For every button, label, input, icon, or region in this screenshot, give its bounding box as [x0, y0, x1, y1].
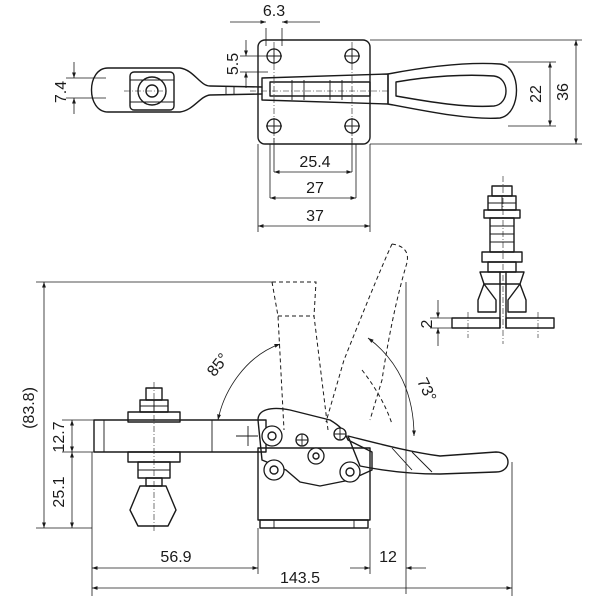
side-spindle-pad — [129, 485, 177, 527]
detail-right-pad — [507, 283, 527, 313]
detail-left-pad — [477, 283, 497, 313]
dim-12-7: 12.7 — [51, 421, 68, 452]
side-base-foot — [259, 519, 369, 529]
dim-2: 2 — [419, 319, 436, 328]
top-view: 6.3 5.5 7.4 22 36 25.4 27 37 — [53, 3, 582, 232]
detail-top-nut — [491, 185, 513, 197]
dim-12: 12 — [379, 549, 397, 566]
top-spindle-loop — [90, 67, 263, 113]
dim-37: 37 — [306, 208, 324, 225]
dim-25-1: 25.1 — [51, 476, 68, 507]
side-handle-open-position — [369, 243, 408, 421]
dim-56-9: 56.9 — [160, 549, 191, 566]
dim-25-4: 25.4 — [299, 154, 330, 171]
dim-83-8: (83.8) — [21, 387, 38, 429]
dim-73-deg: 73° — [413, 375, 439, 404]
top-bar — [269, 81, 371, 97]
side-horizontal-bar — [93, 419, 267, 453]
top-body — [261, 73, 389, 105]
side-handle — [347, 435, 509, 475]
detail-view: 2 — [419, 176, 555, 346]
side-base-block — [257, 447, 371, 521]
side-arm-open-position — [271, 281, 329, 431]
side-view: 85° 73° (83.8) 12.7 25.1 56.9 12 143.5 — [21, 243, 513, 596]
dim-85-deg: 85° — [204, 350, 232, 380]
dim-36: 36 — [555, 83, 572, 101]
dim-7-4: 7.4 — [53, 81, 70, 103]
dim-6-3: 6.3 — [263, 3, 285, 20]
dim-27: 27 — [306, 180, 324, 197]
dim-22: 22 — [528, 85, 545, 103]
dim-5-5: 5.5 — [225, 53, 242, 75]
top-handle-grip — [387, 62, 518, 120]
dim-143-5: 143.5 — [280, 570, 320, 587]
